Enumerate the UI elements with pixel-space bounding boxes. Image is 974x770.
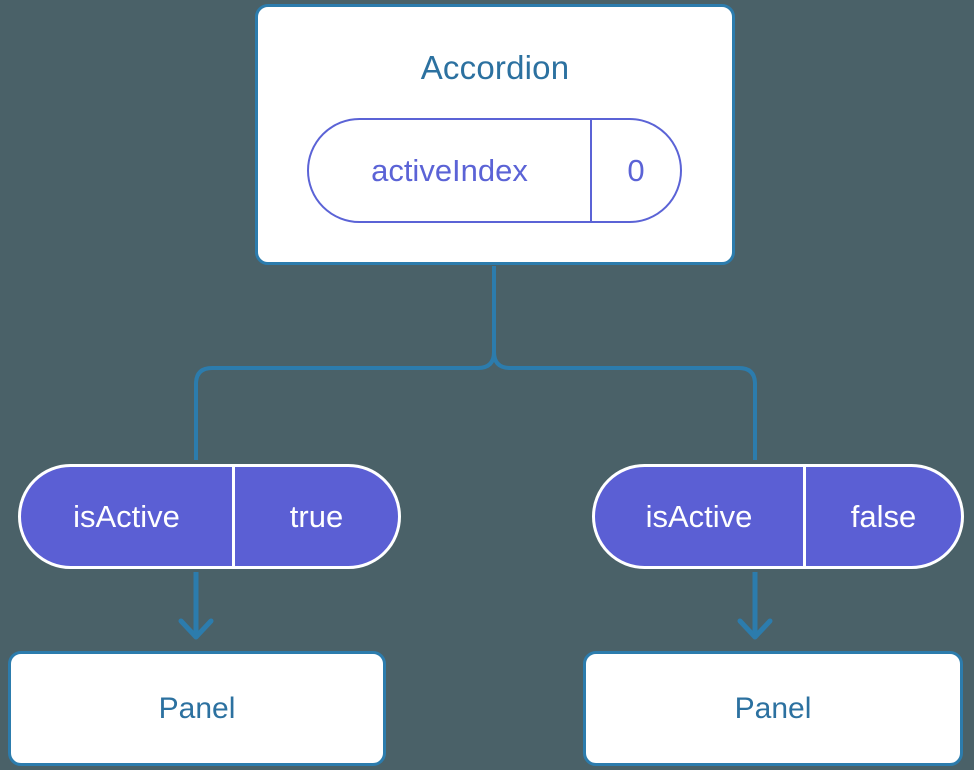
accordion-state-pill[interactable]: activeIndex 0 bbox=[307, 118, 682, 223]
accordion-state-value: 0 bbox=[627, 153, 645, 188]
accordion-state-key: activeIndex bbox=[309, 120, 592, 221]
panel-prop-value-left: true bbox=[289, 499, 344, 534]
panel-label-left: Panel bbox=[158, 691, 236, 725]
panel-prop-pill-left[interactable]: isActive true bbox=[18, 464, 401, 569]
arrow-head-right bbox=[737, 618, 773, 640]
panel-prop-key-right: isActive bbox=[595, 467, 806, 566]
connector-branch-left bbox=[194, 351, 496, 460]
panel-node-right[interactable]: Panel bbox=[583, 651, 963, 766]
panel-label-right: Panel bbox=[734, 691, 812, 725]
panel-node-left[interactable]: Panel bbox=[8, 651, 386, 766]
arrow-head-left bbox=[178, 618, 214, 640]
accordion-title: Accordion bbox=[420, 49, 570, 86]
connector-branch-right bbox=[492, 351, 757, 460]
panel-prop-value-right: false bbox=[850, 499, 917, 534]
panel-prop-key-left: isActive bbox=[21, 467, 235, 566]
panel-prop-pill-right[interactable]: isActive false bbox=[592, 464, 964, 569]
